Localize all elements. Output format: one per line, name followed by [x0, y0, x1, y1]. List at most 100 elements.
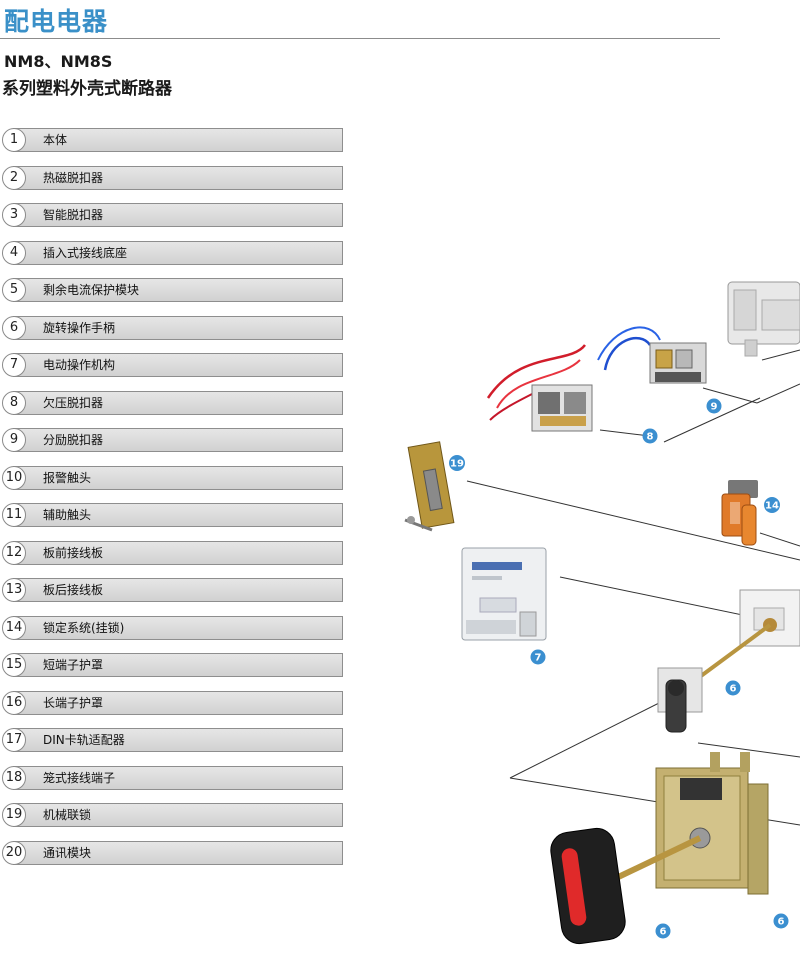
part-number-badge: 5 — [2, 278, 26, 302]
callout-6-bracket: 6 — [773, 913, 789, 929]
part-number-badge: 16 — [2, 690, 26, 715]
part-number-badge: 18 — [2, 765, 26, 790]
callout-label: 19 — [450, 459, 464, 470]
part-row-20: 20 通讯模块 — [0, 840, 346, 867]
callout-label: 6 — [660, 927, 667, 938]
part-number-badge: 19 — [2, 803, 26, 827]
part-label: 短端子护罩 — [43, 658, 104, 672]
part-number-badge: 12 — [2, 540, 26, 565]
part-label: 长端子护罩 — [43, 695, 104, 710]
callout-8: 8 — [642, 428, 658, 444]
part-label: 报警触头 — [43, 470, 92, 485]
part-bar — [13, 728, 343, 752]
part-bar — [13, 615, 343, 640]
part-bar — [13, 428, 343, 452]
mechanical-interlock-image — [404, 441, 455, 532]
leader-line — [663, 397, 761, 443]
leader-line — [599, 429, 651, 437]
part-bar — [13, 353, 343, 377]
part-label: 机械联锁 — [43, 808, 92, 822]
part-row-15: 15 短端子护罩 — [0, 653, 346, 679]
part-row-19: 19 机械联锁 — [0, 803, 346, 829]
product-subtitle: 系列塑料外壳式断路器 — [2, 79, 172, 99]
part-label: 辅助触头 — [43, 508, 92, 522]
part-label: 分励脱扣器 — [43, 433, 104, 447]
callout-9: 9 — [706, 398, 722, 414]
part-label: 本体 — [43, 133, 68, 147]
leader-line — [761, 349, 800, 361]
callout-6-large-handle: 6 — [655, 923, 671, 939]
part-number-badge: 11 — [2, 503, 26, 527]
callout-6-handle: 6 — [725, 680, 741, 696]
padlock-system-image — [721, 480, 758, 546]
part-bar — [13, 165, 343, 190]
part-bar — [13, 765, 343, 790]
part-number-badge: 7 — [2, 353, 26, 377]
part-number-badge: 9 — [2, 428, 26, 452]
part-label: 笼式接线端子 — [43, 770, 116, 785]
callout-19: 19 — [449, 455, 465, 471]
part-number-badge: 14 — [2, 615, 26, 640]
part-number-badge: 4 — [2, 240, 26, 265]
leader-line — [697, 742, 800, 758]
part-row-10: 10 报警触头 — [0, 465, 346, 492]
callout-14: 14 — [764, 497, 780, 513]
part-number-badge: 10 — [2, 465, 26, 490]
part-bar — [13, 578, 343, 602]
part-label: 剩余电流保护模块 — [43, 283, 140, 297]
motor-operator-image — [461, 547, 547, 641]
callout-label: 6 — [778, 917, 785, 928]
part-label: 通讯模块 — [43, 845, 92, 860]
handle-panel-image — [739, 589, 800, 647]
handle-bracket-image — [550, 752, 769, 945]
part-label: 旋转操作手柄 — [43, 320, 116, 335]
header-divider — [0, 38, 720, 39]
part-row-18: 18 笼式接线端子 — [0, 765, 346, 792]
part-number-badge: 13 — [2, 578, 26, 602]
part-bar — [13, 203, 343, 227]
part-number-badge: 8 — [2, 390, 26, 415]
part-bar — [13, 315, 343, 340]
part-bar — [13, 503, 343, 527]
callout-7: 7 — [530, 649, 546, 665]
part-number-badge: 1 — [2, 128, 26, 152]
rotary-handle-image — [657, 667, 703, 733]
part-label: 插入式接线底座 — [43, 245, 128, 260]
part-row-1: 1 本体 — [0, 128, 346, 154]
part-label: DIN卡轨适配器 — [43, 733, 125, 747]
part-bar — [13, 390, 343, 415]
part-row-16: 16 长端子护罩 — [0, 690, 346, 717]
circuit-breaker-body-image — [727, 281, 800, 357]
part-bar — [13, 690, 343, 715]
part-number-badge: 2 — [2, 165, 26, 190]
part-number-badge: 3 — [2, 203, 26, 227]
part-label: 欠压脱扣器 — [43, 395, 104, 410]
leader-line — [509, 699, 666, 779]
part-number-badge: 15 — [2, 653, 26, 677]
part-row-11: 11 辅助触头 — [0, 503, 346, 529]
part-row-8: 8 欠压脱扣器 — [0, 390, 346, 417]
part-row-14: 14 锁定系统(挂锁) — [0, 615, 346, 642]
undervoltage-release-image — [486, 344, 593, 432]
leader-line — [466, 480, 800, 561]
part-bar — [13, 465, 343, 490]
part-label: 板前接线板 — [43, 545, 104, 560]
part-bar — [13, 128, 343, 152]
part-bar — [13, 278, 343, 302]
callout-label: 8 — [647, 432, 654, 443]
part-number-badge: 20 — [2, 840, 26, 865]
part-bar — [13, 653, 343, 677]
part-bar — [13, 840, 343, 865]
part-row-9: 9 分励脱扣器 — [0, 428, 346, 454]
callout-label: 6 — [730, 684, 737, 695]
part-bar — [13, 240, 343, 265]
leader-line — [759, 532, 800, 547]
page-title: 配电电器 — [4, 7, 109, 36]
part-label: 电动操作机构 — [43, 358, 116, 372]
part-label: 锁定系统(挂锁) — [43, 620, 125, 635]
part-row-7: 7 电动操作机构 — [0, 353, 346, 379]
